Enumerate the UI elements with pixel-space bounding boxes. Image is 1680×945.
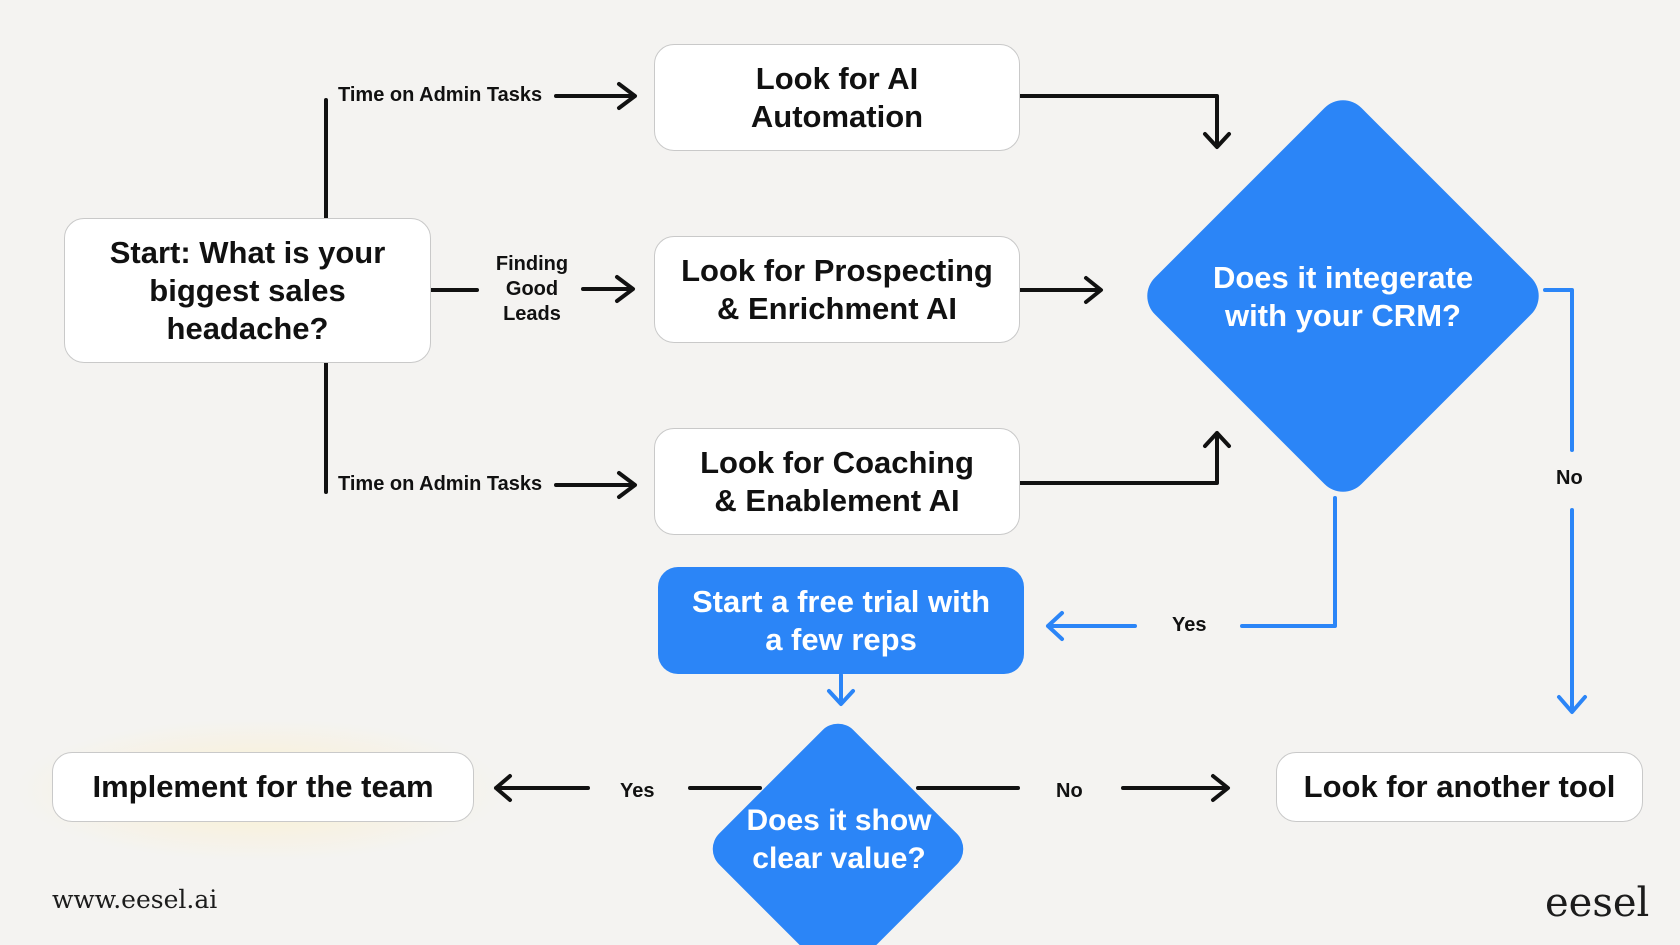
implement-text: Implement for the team [92, 769, 434, 804]
edge-label-value-no: No [1056, 780, 1083, 802]
arrow-to-coaching [554, 471, 637, 499]
line-crm-yes [1046, 496, 1337, 641]
edge-label-value-yes: Yes [620, 780, 655, 802]
arrow-prospecting-to-crm [1018, 276, 1103, 304]
prospecting-text: Look for Prospecting & Enrichment AI [681, 252, 993, 326]
arrow-value-no [1121, 774, 1230, 802]
prospecting-box: Look for Prospecting & Enrichment AI [654, 236, 1020, 343]
edge-label-crm-no: No [1556, 467, 1583, 489]
arrow-to-automation [554, 82, 637, 110]
value-question-text: Does it show clear value? [746, 804, 932, 875]
arrow-coaching-to-crm [1018, 431, 1231, 485]
implement-box: Implement for the team [52, 752, 474, 822]
footer-url: www.eesel.ai [52, 885, 218, 914]
crm-question-text: Does it integerate with your CRM? [1212, 260, 1474, 333]
start-text: Start: What is your biggest sales headac… [109, 234, 386, 346]
another-tool-box: Look for another tool [1276, 752, 1643, 822]
free-trial-text: Start a free trial with a few reps [691, 583, 991, 657]
edge-label-admin-bottom: Time on Admin Tasks [338, 473, 543, 495]
eesel-logo: eesel [1545, 880, 1650, 926]
free-trial-box: Start a free trial with a few reps [658, 567, 1024, 674]
arrow-value-yes [494, 774, 590, 802]
automation-box: Look for AI Automation [654, 44, 1020, 151]
arrow-to-prospecting [581, 275, 635, 303]
coaching-text: Look for Coaching & Enablement AI [700, 444, 974, 518]
line-crm-no [1543, 288, 1587, 714]
automation-text: Look for AI Automation [750, 60, 924, 134]
arrow-trial-to-value [827, 673, 855, 706]
edge-label-crm-yes: Yes [1172, 614, 1207, 636]
arrow-automation-to-crm [1018, 94, 1231, 149]
value-diamond-shape [712, 723, 964, 945]
coaching-box: Look for Coaching & Enablement AI [654, 428, 1020, 535]
edge-label-admin-top: Time on Admin Tasks [338, 84, 543, 106]
crm-diamond-shape [1147, 100, 1539, 492]
another-tool-text: Look for another tool [1303, 769, 1616, 804]
edge-label-finding-leads: Finding Good Leads [495, 253, 569, 325]
start-box: Start: What is your biggest sales headac… [64, 218, 431, 363]
